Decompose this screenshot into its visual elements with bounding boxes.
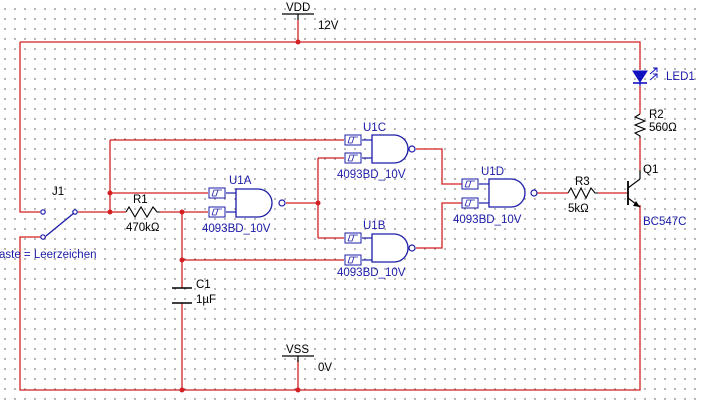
transistor-q1[interactable]: Q1 BC547C — [627, 164, 686, 228]
capacitor-c1[interactable]: C1 1µF — [172, 279, 216, 306]
c1-value: 1µF — [196, 294, 216, 306]
gate-u1c[interactable]: U1C 4093BD_10V — [337, 122, 416, 181]
r3-value: 5kΩ — [568, 203, 589, 215]
gate-u1d[interactable]: U1D 4093BD_10V — [453, 166, 538, 226]
u1b-label: U1B — [363, 220, 386, 232]
vdd-symbol[interactable]: VDD 12V — [282, 2, 339, 32]
led-led1[interactable]: LED1 — [632, 67, 695, 86]
u1a-label: U1A — [229, 175, 252, 187]
r3-label: R3 — [575, 176, 590, 188]
junction-feedback — [107, 190, 113, 196]
vdd-label: VDD — [286, 2, 310, 14]
vdd-value: 12V — [318, 20, 339, 32]
junction-j1-out — [107, 209, 113, 215]
r1-value: 470kΩ — [126, 222, 160, 234]
gate-u1b[interactable]: U1B 4093BD_10V — [337, 220, 416, 279]
led-emission-arrows-icon — [649, 67, 658, 81]
junction-r1-cap — [179, 209, 185, 215]
j1-key-label: aste = Leerzeichen — [0, 249, 97, 261]
r1-label: R1 — [133, 194, 148, 206]
resistor-r1[interactable]: R1 470kΩ — [125, 194, 160, 234]
wire-left-upper — [19, 42, 40, 213]
wire-vdd-rail — [20, 41, 641, 70]
vss-symbol[interactable]: VSS 0V — [282, 344, 332, 374]
u1a-part: 4093BD_10V — [202, 223, 271, 235]
r2-label: R2 — [649, 109, 664, 121]
led1-label: LED1 — [666, 71, 695, 83]
junction-cap-u1b — [179, 257, 185, 263]
u1d-label: U1D — [481, 166, 504, 178]
vss-value: 0V — [318, 362, 332, 374]
u1b-part: 4093BD_10V — [337, 267, 406, 279]
junction-cap-ground — [179, 387, 185, 393]
junction-vss — [295, 387, 301, 393]
j1-label: J1 — [52, 186, 64, 198]
junctions — [107, 39, 321, 393]
q1-label: Q1 — [643, 164, 658, 176]
wire-u1c-out — [416, 148, 462, 185]
switch-j1[interactable]: J1 aste = Leerzeichen — [0, 186, 97, 261]
gate-u1a[interactable]: U1A 4093BD_10V — [202, 175, 286, 235]
u1d-part: 4093BD_10V — [453, 214, 522, 226]
q1-model: BC547C — [643, 216, 686, 228]
junction-vdd — [295, 39, 301, 45]
vss-label: VSS — [286, 344, 309, 356]
u1c-part: 4093BD_10V — [337, 169, 406, 181]
wire-u1b-out — [416, 202, 462, 249]
c1-label: C1 — [196, 279, 211, 291]
wires — [19, 20, 641, 391]
junction-u1a-out — [315, 200, 321, 206]
u1c-label: U1C — [363, 122, 386, 134]
resistor-r3[interactable]: R3 5kΩ — [567, 176, 598, 215]
wire-left-lower — [19, 205, 641, 391]
r2-value: 560Ω — [649, 122, 677, 134]
resistor-r2[interactable]: R2 560Ω — [633, 109, 677, 138]
